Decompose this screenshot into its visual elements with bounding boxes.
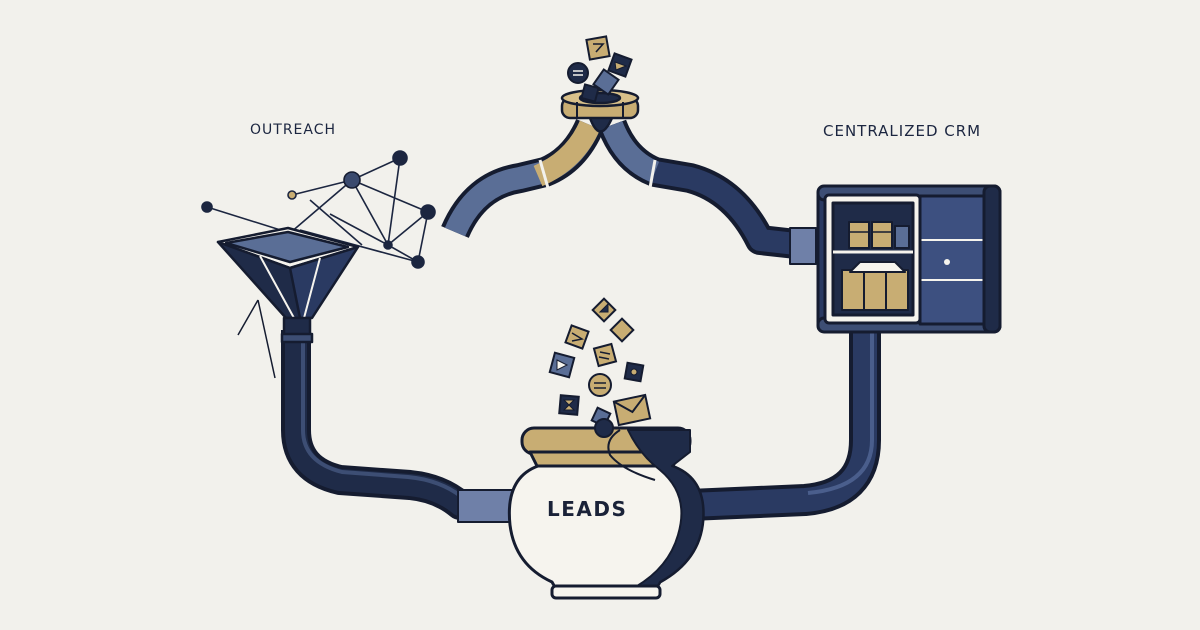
envelope-icon <box>612 393 652 427</box>
label-centralized-crm: CENTRALIZED CRM <box>823 122 982 140</box>
pipe-network <box>281 118 881 523</box>
label-leads: LEADS <box>547 497 628 521</box>
pipe-crm-to-leads <box>689 320 881 521</box>
pipe-outreach-to-nozzle <box>441 118 604 239</box>
pipe-connector-crm <box>789 227 817 265</box>
floating-token-icon <box>567 35 633 103</box>
label-outreach: OUTREACH <box>250 122 337 138</box>
crm-cabinet-icon <box>816 184 1002 334</box>
pipe-connector-leads <box>457 489 515 523</box>
leads-jar-icon <box>507 426 705 600</box>
pipe-nozzle-to-crm <box>597 119 817 265</box>
funnel-icon <box>216 226 360 379</box>
intake-nozzle-icon <box>560 88 640 133</box>
pipe-outreach-to-leads <box>281 330 520 523</box>
floating-token-icon <box>548 297 645 438</box>
